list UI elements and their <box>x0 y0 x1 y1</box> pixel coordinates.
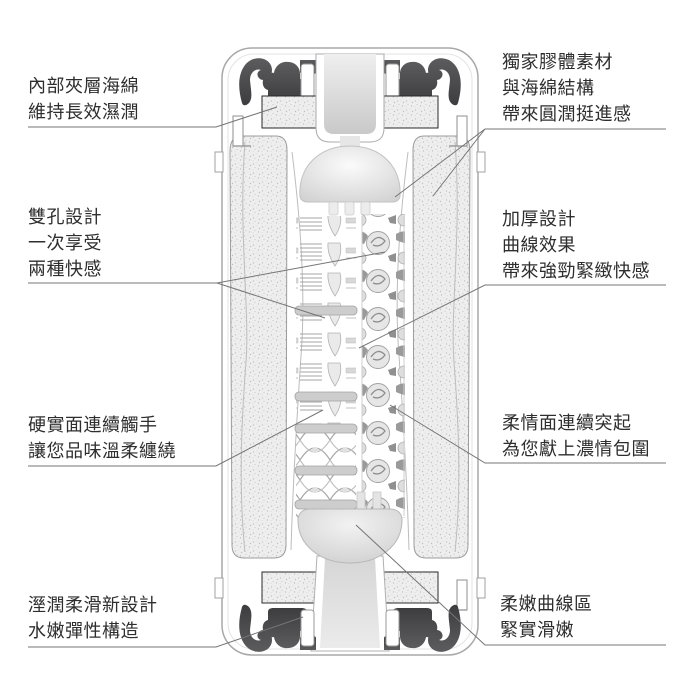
callout-top-left: 內部夾層海綿 維持長效濕潤 <box>28 73 139 125</box>
callout-bottom-right: 柔嫩曲線區 緊實滑嫩 <box>500 591 593 643</box>
callout-text-line: 緊實滑嫩 <box>500 620 574 640</box>
callout-text-line: 內部夾層海綿 <box>28 76 139 96</box>
leader-mid-left <box>28 251 386 319</box>
callout-text-line: 帶來強勁緊緻快感 <box>502 261 650 281</box>
callout-text-line: 柔情面連續突起 <box>502 413 632 433</box>
callout-text-line: 維持長效濕潤 <box>28 102 139 122</box>
callout-text-line: 一次享受 <box>28 233 102 253</box>
callout-lower-right: 柔情面連續突起 為您獻上濃情包圍 <box>502 410 650 462</box>
inner-dome-bottom <box>297 491 403 564</box>
leader-mid-right <box>358 284 666 349</box>
leader-bottom-right <box>355 524 666 646</box>
left-tunnel-texture <box>294 216 358 518</box>
right-tunnel-texture <box>361 214 405 518</box>
callout-lower-left: 硬實面連續觸手 讓您品味溫柔纏繞 <box>28 412 176 464</box>
callout-text-line: 雙孔設計 <box>28 207 102 227</box>
callout-text-line: 曲線效果 <box>502 235 576 255</box>
bottom-assembly <box>238 491 462 653</box>
leader-top-left <box>28 106 278 128</box>
callout-text-line: 與海綿結構 <box>502 78 595 98</box>
callout-text-line: 帶來圓潤挺進感 <box>502 104 632 124</box>
callout-mid-right: 加厚設計 曲線效果 帶來強勁緊緻快感 <box>502 206 650 284</box>
leader-bottom-left <box>28 616 304 648</box>
callout-text-line: 獨家膠體素材 <box>502 52 613 72</box>
callout-top-right: 獨家膠體素材 與海綿結構 帶來圓潤挺進感 <box>502 49 632 127</box>
insertion-channel-bottom <box>310 555 390 652</box>
callout-mid-left: 雙孔設計 一次享受 兩種快感 <box>28 204 102 282</box>
callout-text-line: 兩種快感 <box>28 259 102 279</box>
callout-text-line: 為您獻上濃情包圍 <box>502 439 650 459</box>
callout-bottom-left: 溼潤柔滑新設計 水嫩彈性構造 <box>28 592 158 644</box>
leader-lower-left <box>28 409 324 467</box>
leader-top-right <box>394 128 666 198</box>
leader-lines <box>28 106 666 648</box>
callout-text-line: 讓您品味溫柔纏繞 <box>28 441 176 461</box>
callout-text-line: 柔嫩曲線區 <box>500 594 593 614</box>
insertion-channel-top <box>315 53 385 143</box>
leader-lower-right <box>389 404 666 464</box>
callout-text-line: 水嫩彈性構造 <box>28 621 139 641</box>
top-cap-assembly <box>238 53 462 216</box>
callout-text-line: 硬實面連續觸手 <box>28 415 158 435</box>
inner-dome-top <box>299 136 401 216</box>
callout-text-line: 溼潤柔滑新設計 <box>28 595 158 615</box>
callout-text-line: 加厚設計 <box>502 209 576 229</box>
